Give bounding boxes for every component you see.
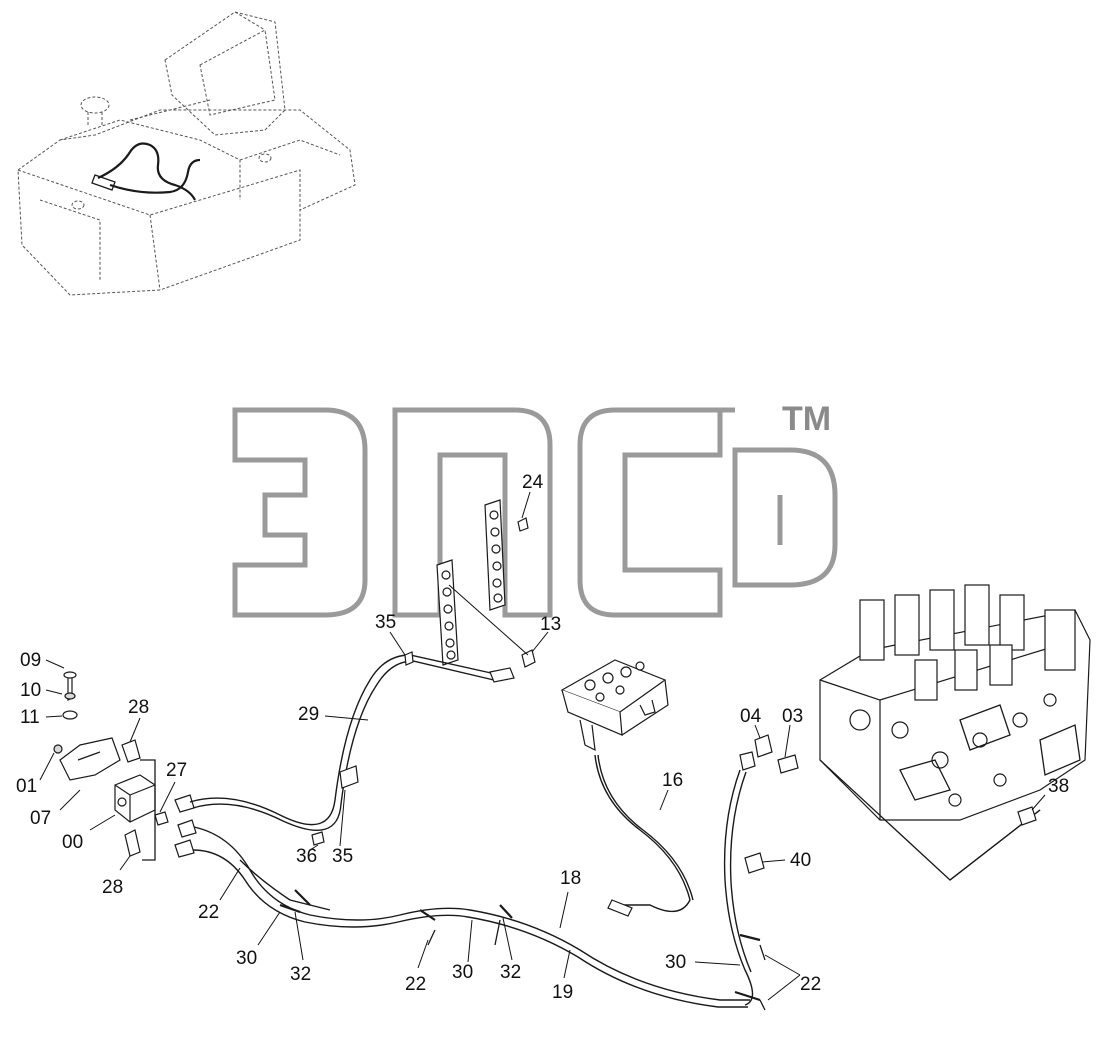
callout-16: 16 [662, 770, 683, 791]
callout-11: 11 [20, 707, 40, 728]
left-valve-assembly [53, 671, 197, 861]
pilot-valve [560, 659, 694, 917]
callout-01: 01 [16, 776, 37, 797]
callout-22-left: 22 [198, 902, 219, 923]
callout-09: 09 [20, 650, 41, 671]
callout-22-middle: 22 [405, 974, 426, 995]
hose-runs [189, 651, 1037, 1011]
callout-18: 18 [560, 868, 581, 889]
callout-07: 07 [30, 808, 51, 829]
callouts: 09 10 11 01 07 00 28 28 27 29 35 36 35 2… [16, 472, 1069, 1003]
clamp-plates [436, 499, 536, 668]
callout-24: 24 [522, 472, 544, 493]
callout-30-right: 30 [665, 952, 686, 973]
callout-35-top: 35 [375, 612, 396, 633]
callout-04: 04 [740, 706, 762, 727]
callout-27: 27 [166, 760, 187, 781]
watermark-trademark: TM [782, 400, 831, 438]
callout-19: 19 [552, 982, 573, 1003]
callout-30-left: 30 [236, 948, 257, 969]
excavator-overview [17, 11, 356, 296]
callout-36: 36 [296, 846, 317, 867]
callout-35-bottom: 35 [332, 846, 353, 867]
callout-30-middle: 30 [452, 962, 473, 983]
control-valve-block [819, 584, 1091, 881]
callout-29: 29 [298, 704, 319, 725]
callout-28-bottom: 28 [102, 877, 123, 898]
callout-00: 00 [62, 832, 83, 853]
callout-10: 10 [20, 680, 41, 701]
leader-lines [39, 491, 1046, 1001]
watermark-logo: TM [232, 400, 838, 618]
callout-22-right: 22 [800, 974, 821, 995]
callout-40: 40 [790, 850, 811, 871]
callout-28-top: 28 [128, 697, 149, 718]
callout-38: 38 [1048, 776, 1069, 797]
callout-32-left: 32 [290, 964, 311, 985]
callout-03: 03 [782, 706, 803, 727]
callout-13: 13 [540, 614, 561, 635]
callout-32-middle: 32 [500, 962, 521, 983]
